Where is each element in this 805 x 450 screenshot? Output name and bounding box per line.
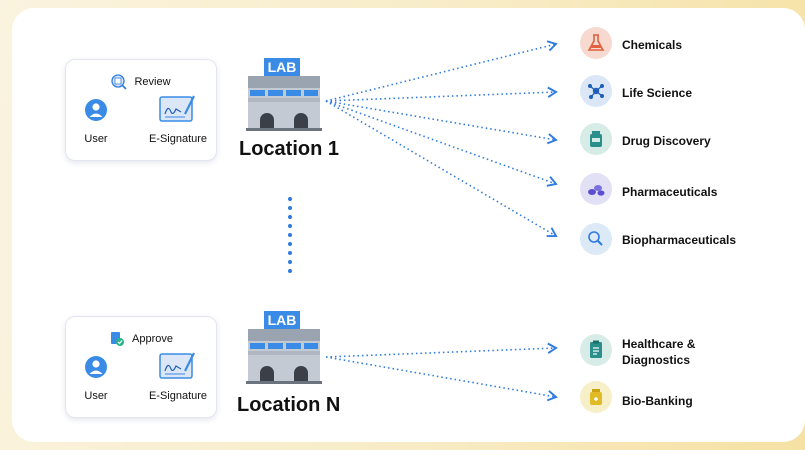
lab-sign: LAB: [268, 59, 297, 75]
location-title: Location 1: [239, 138, 340, 160]
e-signature-icon: [159, 95, 195, 122]
industry-label: Healthcare & Diagnostics: [622, 337, 696, 367]
chemicals-icon-bg: [580, 27, 612, 59]
magnifier-icon: [588, 231, 603, 246]
connector-healthcare: [325, 342, 558, 358]
molecule-icon: [588, 84, 604, 99]
pill-bottle-icon: [590, 131, 602, 147]
user-label: User: [84, 133, 108, 145]
industry-label: Biopharmaceuticals: [622, 233, 737, 247]
workflow-card-location-1: Review User E-Signature: [65, 59, 217, 161]
connector-pharmaceuticals: [325, 100, 558, 187]
industry-label: Pharmaceuticals: [622, 185, 718, 199]
workflow-label: Approve: [132, 333, 174, 345]
pills-icon: [588, 185, 605, 196]
connector-drug-discovery: [325, 100, 558, 145]
user-icon: [85, 99, 107, 121]
vertical-dots: [288, 197, 292, 273]
location-title: Location N: [237, 394, 341, 416]
flask-icon: [587, 34, 605, 51]
connector-life-science: [325, 86, 558, 102]
industry-label: Chemicals: [622, 38, 683, 52]
lab-building-icon: LAB: [246, 311, 322, 384]
connector-bio-banking: [325, 356, 558, 402]
pharmaceuticals-icon-bg: [580, 173, 612, 205]
industry-label: Life Science: [622, 86, 693, 100]
workflow-label: Review: [134, 76, 171, 88]
e-signature-label: E-Signature: [148, 390, 208, 402]
lab-building-icon: LAB: [246, 58, 322, 131]
e-signature-icon: [159, 352, 195, 379]
workflow-card-location-n: Approve User E-Signature: [65, 316, 217, 418]
connector-chemicals: [325, 40, 558, 102]
industry-label: Bio-Banking: [622, 394, 693, 408]
e-signature-label: E-Signature: [148, 133, 208, 145]
healthcare-icon-bg: [580, 334, 612, 366]
drug-discovery-icon-bg: [580, 123, 612, 155]
clipboard-icon: [590, 340, 602, 358]
industry-label: Drug Discovery: [622, 134, 711, 148]
bio-banking-icon-bg: [580, 381, 612, 413]
review-icon: [111, 74, 127, 90]
connector-biopharmaceuticals: [325, 100, 558, 238]
bank-jar-icon: [590, 389, 602, 405]
user-icon: [85, 356, 107, 378]
lab-sign: LAB: [268, 312, 297, 328]
user-label: User: [84, 390, 108, 402]
approve-icon: [110, 332, 124, 346]
life-science-icon-bg: [580, 75, 612, 107]
biopharmaceuticals-icon-bg: [580, 223, 612, 255]
